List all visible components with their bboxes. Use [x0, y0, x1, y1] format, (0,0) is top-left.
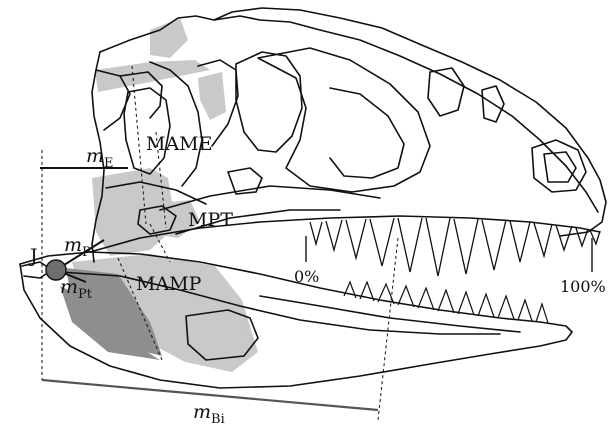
postorbital-bar: [150, 62, 202, 186]
label-m-p-sub: P: [82, 245, 91, 260]
upper-tooth: [510, 221, 530, 262]
lower-tooth: [536, 304, 548, 323]
muscle-regions: [60, 18, 258, 372]
upper-tooth: [482, 220, 506, 270]
percent-scale-ticks: [306, 236, 592, 272]
upper-teeth: [310, 218, 600, 276]
upper-tooth: [534, 223, 552, 256]
maxillary-fenestra: [428, 68, 464, 116]
lower-tooth: [518, 300, 532, 321]
upper-tooth: [370, 218, 394, 266]
orbit-opening: [236, 52, 302, 152]
label-m-bi: mBi: [193, 401, 225, 425]
label-mamp: MAMP: [136, 273, 202, 295]
label-m-pt-sub: Pt: [78, 287, 93, 302]
label-mpt: MPT: [188, 209, 233, 231]
upper-tooth: [326, 220, 342, 250]
label-joint: J: [28, 245, 38, 267]
upper-tooth: [310, 222, 322, 244]
naris: [532, 140, 586, 192]
label-mame: MAME: [146, 133, 213, 155]
lower-teeth: [344, 282, 548, 323]
antorbital-fenestra: [258, 48, 430, 192]
lower-tooth: [478, 294, 494, 317]
upper-tooth: [556, 225, 572, 250]
upper-tooth: [398, 218, 422, 272]
lower-tooth: [498, 296, 514, 319]
postorbital-muscle-patch: [198, 72, 226, 120]
temporal-fenestra: [124, 88, 170, 174]
label-m-pt-base: m: [60, 276, 78, 298]
label-m-bi-sub: Bi: [211, 412, 225, 425]
label-m-bi-base: m: [193, 401, 211, 423]
label-m-e-base: m: [86, 145, 104, 167]
anterior-reference-line: [378, 238, 398, 420]
upper-tooth: [576, 228, 588, 246]
lower-tooth: [458, 292, 474, 315]
label-0-percent: 0%: [294, 267, 319, 286]
label-m-p-base: m: [64, 234, 82, 256]
upper-tooth: [454, 219, 478, 274]
label-m-e-sub: E: [104, 156, 114, 171]
antorbital-inner: [330, 88, 404, 178]
label-100-percent: 100%: [560, 277, 606, 296]
upper-tooth: [426, 218, 450, 276]
naris-inner: [544, 152, 576, 182]
upper-tooth: [346, 219, 366, 258]
